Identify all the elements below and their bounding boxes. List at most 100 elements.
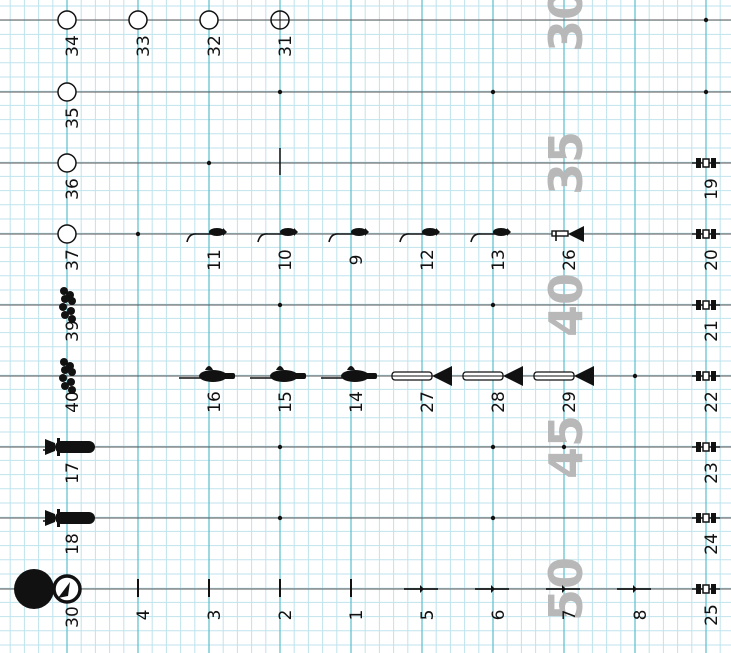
performer-label: 5 (418, 610, 438, 621)
performer-39[interactable]: 39 (59, 287, 83, 342)
mellophone-icon (187, 228, 227, 242)
hash-dot (278, 445, 282, 449)
hash-dot (278, 516, 282, 520)
clarinet-icon (617, 585, 651, 593)
performer-18[interactable]: 18 (43, 509, 95, 555)
circle-marker (271, 11, 289, 29)
performer-label: 40 (63, 391, 83, 413)
mellophone-icon (329, 228, 369, 242)
mellophone-icon (400, 228, 440, 242)
yard-number: 45 (539, 415, 593, 479)
performer-label: 13 (489, 249, 509, 271)
circle-marker (200, 11, 218, 29)
clarinet-icon (404, 585, 438, 593)
performer-label: 39 (63, 320, 83, 342)
performer-17[interactable]: 17 (43, 438, 95, 484)
baritone-icon (321, 366, 377, 382)
performer-9[interactable]: 9 (329, 228, 369, 265)
performer-label: 10 (276, 249, 296, 271)
performer-20[interactable]: 20 (692, 229, 722, 271)
performer-label: 35 (63, 107, 83, 129)
performer-label: 19 (702, 178, 722, 200)
performer-3[interactable]: 3 (205, 579, 225, 620)
performer-label: 6 (489, 610, 509, 621)
performer-label: 11 (205, 249, 225, 271)
performer-12[interactable]: 12 (400, 228, 440, 271)
performer-23[interactable]: 23 (692, 442, 722, 484)
performer-label: 21 (702, 320, 722, 342)
performer-label: 20 (702, 249, 722, 271)
performer-label: 14 (347, 391, 367, 413)
performer-label: 23 (702, 462, 722, 484)
performer-label: 24 (702, 533, 722, 555)
performer-21[interactable]: 21 (692, 300, 722, 342)
performer-label: 1 (347, 610, 367, 621)
snare-icon (692, 513, 720, 523)
performer-label: 32 (205, 35, 225, 57)
performer-label: 8 (631, 610, 651, 621)
snare-icon (692, 584, 720, 594)
circle-marker (58, 154, 76, 172)
performer-label: 2 (276, 610, 296, 621)
hash-dot (136, 232, 140, 236)
baritone-icon (250, 366, 306, 382)
performer-label: 18 (63, 533, 83, 555)
snare-icon (692, 442, 720, 452)
snare-icon (692, 371, 720, 381)
performer-label: 7 (560, 610, 580, 621)
performer-label: 25 (702, 604, 722, 626)
performer-35[interactable]: 35 (58, 83, 83, 129)
trumpet-icon (552, 226, 584, 242)
hash-dot (491, 303, 495, 307)
performer-10[interactable]: 10 (258, 228, 298, 271)
snare-icon (692, 158, 720, 168)
performer-label: 3 (205, 610, 225, 621)
performer-label: 28 (489, 391, 509, 413)
baritone-icon (179, 366, 235, 382)
performer-24[interactable]: 24 (692, 513, 722, 555)
snare-icon (692, 300, 720, 310)
hash-dot (491, 90, 495, 94)
performer-label: 27 (418, 391, 438, 413)
performer-label: 36 (63, 178, 83, 200)
performer-11[interactable]: 11 (187, 228, 227, 271)
yard-number: 30 (539, 0, 593, 52)
sousaphone-icon (43, 438, 95, 456)
snare-icon (692, 229, 720, 239)
hash-dot (704, 18, 708, 22)
performer-36[interactable]: 36 (58, 154, 83, 200)
performer-26[interactable]: 26 (552, 226, 584, 271)
performer-label: 17 (63, 462, 83, 484)
mellophone-icon (471, 228, 511, 242)
performer-19[interactable]: 19 (692, 158, 722, 200)
performer-label: 37 (63, 249, 83, 271)
performer-13[interactable]: 13 (471, 228, 511, 271)
performer-2[interactable]: 2 (276, 579, 296, 620)
performer-22[interactable]: 22 (692, 371, 722, 413)
hash-dot (491, 516, 495, 520)
performer-37[interactable]: 37 (58, 225, 83, 271)
performer-label: 26 (560, 249, 580, 271)
performer-25[interactable]: 25 (692, 584, 722, 626)
hash-dot (278, 303, 282, 307)
performer-label: 29 (560, 391, 580, 413)
performer-1[interactable]: 1 (347, 579, 367, 620)
hash-dot (704, 90, 708, 94)
circle-marker (58, 83, 76, 101)
performer-label: 34 (63, 35, 83, 57)
performer-label: 16 (205, 391, 225, 413)
tuba-bell-icon (14, 569, 80, 609)
yard-number: 35 (539, 131, 593, 195)
performer-label: 22 (702, 391, 722, 413)
yard-number: 40 (539, 273, 593, 337)
hash-dot (207, 161, 211, 165)
performer-40[interactable]: 40 (59, 358, 83, 413)
mellophone-icon (258, 228, 298, 242)
performer-4[interactable]: 4 (134, 579, 154, 620)
performer-label: 9 (347, 255, 367, 266)
performer-label: 15 (276, 391, 296, 413)
performer-label: 12 (418, 249, 438, 271)
